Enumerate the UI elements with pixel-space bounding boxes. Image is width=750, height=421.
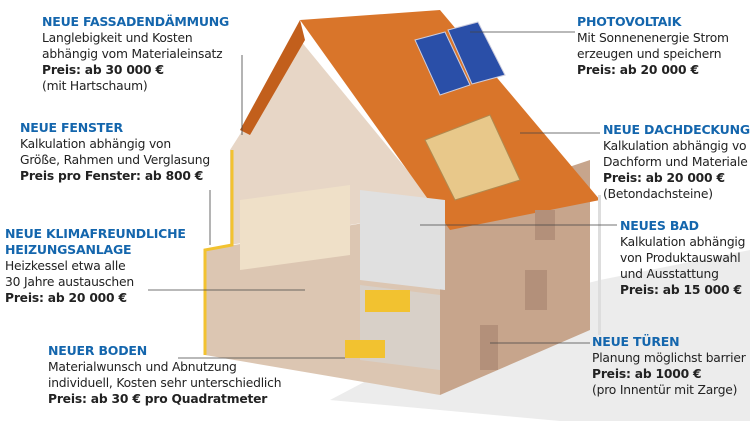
callout-price: Preis: ab 20 000 € [603,171,725,185]
kitchen-cabinets [365,290,410,312]
roof-truss [424,114,521,201]
callout-text: Heizkessel etwa alle [5,259,126,273]
kitchen-counter [345,340,385,358]
callout-title: NEUE TÜREN [592,334,680,349]
callout-text: Dachform und Materiale [603,155,748,169]
callout-text: Mit Sonnenenergie Strom [577,31,729,45]
callout-text: 30 Jahre austauschen [5,275,134,289]
callout-note: (Betondachsteine) [603,187,713,201]
callout-heizung: NEUE KLIMAFREUNDLICHE HEIZUNGSANLAGE Hei… [5,226,186,306]
callout-photovoltaik: PHOTOVOLTAIK Mit Sonnenenergie Strom erz… [577,14,729,78]
callout-price: Preis: ab 30 000 € [42,63,164,77]
roof-edge [240,20,305,135]
callout-text: Kalkulation abhängig [620,235,746,249]
callout-text: Kalkulation abhängig von [20,137,171,151]
callout-price: Preis: ab 20 000 € [5,291,127,305]
callout-text: von Produktauswahl [620,251,741,265]
callout-text: Langlebigkeit und Kosten [42,31,193,45]
callout-text: individuell, Kosten sehr unterschiedlich [48,376,282,390]
callout-text: und Ausstattung [620,267,719,281]
callout-note: (mit Hartschaum) [42,79,148,93]
roof [300,10,600,230]
callout-title: NEUE KLIMAFREUNDLICHE [5,226,186,241]
callout-text: abhängig vom Materialeinsatz [42,47,223,61]
callout-dachdeckung: NEUE DACHDECKUNG Kalkulation abhängig vo… [603,122,750,202]
callout-text: Größe, Rahmen und Verglasung [20,153,210,167]
callout-fenster: NEUE FENSTER Kalkulation abhängig von Gr… [20,120,210,184]
callout-title: NEUER BODEN [48,343,147,358]
callout-price: Preis: ab 20 000 € [577,63,699,77]
callout-title: PHOTOVOLTAIK [577,14,682,29]
leader-lines [148,31,617,359]
callout-title: NEUE FASSADENDÄMMUNG [42,14,230,29]
callout-text: Kalkulation abhängig vo [603,139,747,153]
callout-price: Preis: ab 15 000 € [620,283,742,297]
callout-boden: NEUER BODEN Materialwunsch und Abnutzung… [48,343,282,407]
callout-price: Preis: ab 1000 € [592,367,702,381]
callout-note: (pro Innentür mit Zarge) [592,383,738,397]
callout-tueren: NEUE TÜREN Planung möglichst barrier Pre… [592,334,746,398]
upper-floor [240,185,350,270]
callout-title-2: HEIZUNGSANLAGE [5,242,132,257]
solar-panels [414,21,506,96]
callout-fassadendaemmung: NEUE FASSADENDÄMMUNG Langlebigkeit und K… [42,14,229,94]
callout-price: Preis: ab 30 € pro Quadratmeter [48,392,268,406]
callout-text: Materialwunsch und Abnutzung [48,360,237,374]
callout-bad: NEUES BAD Kalkulation abhängig von Produ… [620,218,745,298]
callout-title: NEUE DACHDECKUNG [603,122,750,137]
callout-text: erzeugen und speichern [577,47,722,61]
door [480,325,498,370]
window-right [525,270,547,310]
callout-title: NEUE FENSTER [20,120,123,135]
callout-price: Preis pro Fenster: ab 800 € [20,169,204,183]
gutter [598,195,601,335]
callout-title: NEUES BAD [620,218,699,233]
callout-text: Planung möglichst barrier [592,351,746,365]
bathroom [360,190,445,290]
insulation-edge [203,150,234,355]
